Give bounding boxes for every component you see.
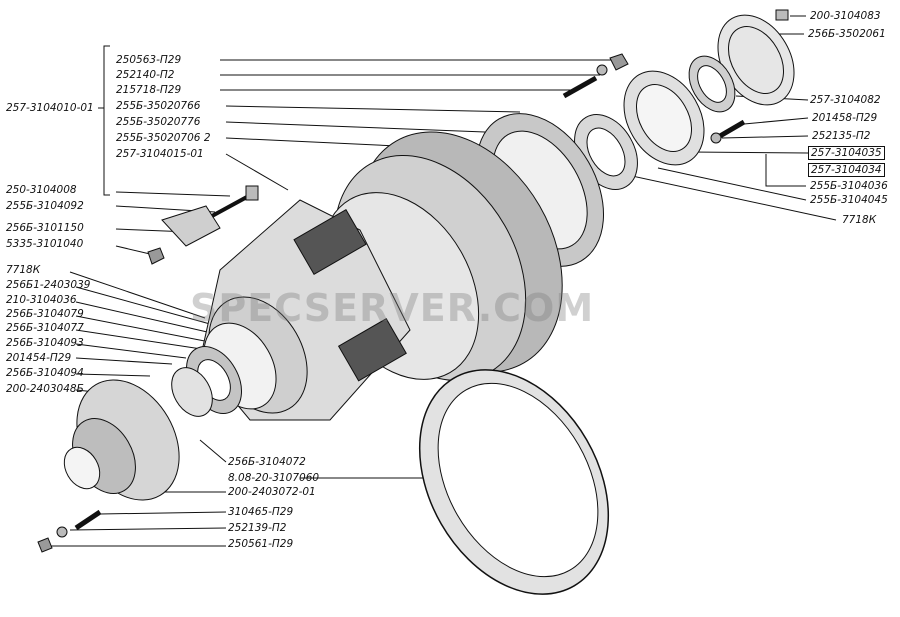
part-label: 255Б-35020706 2 [116, 132, 211, 144]
part-label: 252135-П2 [812, 130, 871, 142]
part-label: 7718К [842, 214, 877, 226]
part-label: 255Б-35020776 [116, 116, 201, 128]
part-label: 252139-П2 [228, 522, 287, 534]
part-label: 256Б-3104079 [6, 308, 84, 320]
part-label: 201454-П29 [6, 352, 72, 364]
part-label: 257-3104015-01 [116, 148, 204, 160]
part-label: 257-3104082 [810, 94, 881, 106]
part-label: 201458-П29 [812, 112, 878, 124]
part-label: 256Б-3502061 [808, 28, 886, 40]
seal-cover [623, 70, 705, 166]
part-label: 8.08-20-3107060 [228, 472, 320, 484]
part-label-boxed: 257-3104035 [808, 146, 885, 160]
part-label: 255Б-35020766 [116, 100, 201, 112]
part-label: 200-2403048Б [6, 383, 84, 395]
part-label-boxed: 257-3104034 [808, 163, 885, 177]
part-label: 310465-П29 [228, 506, 294, 518]
part-label: 210-3104036 [6, 294, 77, 306]
part-label: 200-3104083 [810, 10, 881, 22]
part-label: 255Б-3104036 [810, 180, 888, 192]
watermark: SPECSERVER.COM [190, 286, 595, 330]
part-label: 250563-П29 [116, 54, 182, 66]
part-label: 250-3104008 [6, 184, 77, 196]
oil-seal [688, 55, 736, 113]
part-label: 5335-3101040 [6, 238, 84, 250]
part-label: 255Б-3104045 [810, 194, 888, 206]
part-label: 252140-П2 [116, 69, 175, 81]
part-label: 200-2403072-01 [228, 486, 316, 498]
part-label: 255Б-3104092 [6, 200, 84, 212]
part-label: 256Б-3104093 [6, 337, 84, 349]
bracket [147, 185, 259, 265]
part-label: 215718-П29 [116, 84, 182, 96]
part-label: 256Б-3104072 [228, 456, 306, 468]
hub-flange [63, 379, 180, 501]
part-label: 256Б-3104094 [6, 367, 84, 379]
inner-bearing [171, 346, 242, 417]
part-label: 256Б1-2403039 [6, 279, 91, 291]
part-label: 256Б-3104077 [6, 322, 84, 334]
part-label: 256Б-3101150 [6, 222, 84, 234]
studs-and-nuts [37, 9, 789, 553]
part-label: 7718К [6, 264, 41, 276]
leader-lines [50, 15, 837, 547]
part-label: 250561-П29 [228, 538, 294, 550]
group-label: 257-3104010-01 [6, 102, 94, 114]
rim-ring [418, 369, 610, 595]
